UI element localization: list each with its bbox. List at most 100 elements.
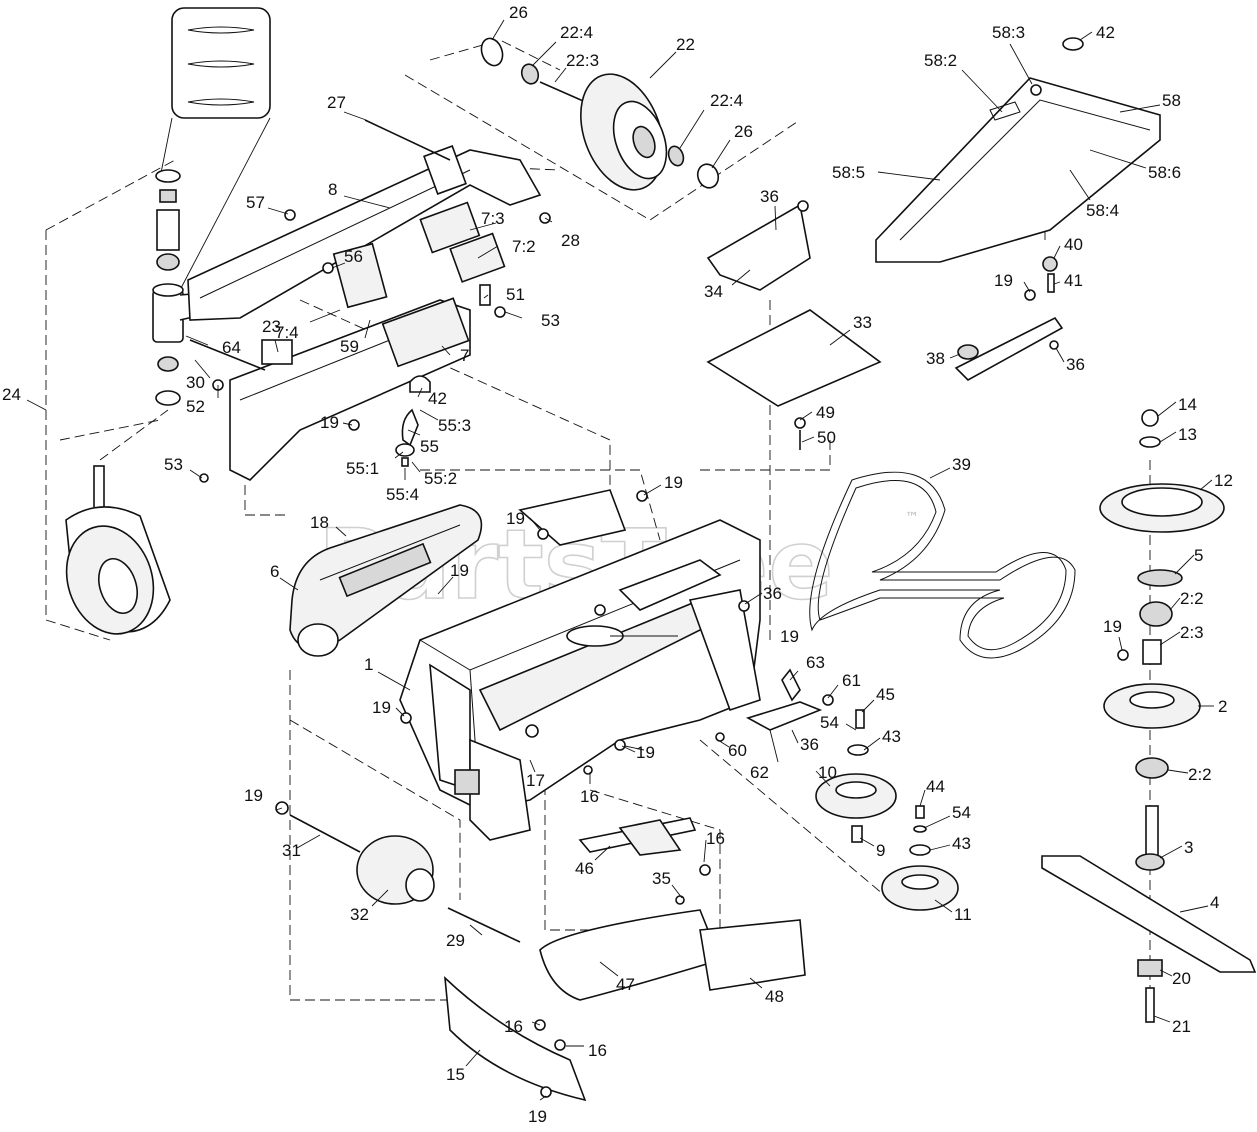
- label-19-roller: 19: [244, 786, 263, 805]
- label-49: 49: [816, 403, 835, 422]
- label-58-2: 58:2: [924, 51, 957, 70]
- label-12: 12: [1214, 471, 1233, 490]
- label-7-3: 7:3: [481, 209, 505, 228]
- label-35: 35: [652, 869, 671, 888]
- front-wheel-assembly: [480, 37, 720, 191]
- main-frame: [399, 489, 761, 841]
- label-19-frame-center: 19: [780, 627, 799, 646]
- label-43-lower: 43: [952, 834, 971, 853]
- label-26-top: 26: [509, 3, 528, 22]
- label-46: 46: [575, 859, 594, 878]
- label-53-lower: 53: [164, 455, 183, 474]
- label-19-chute: 19: [528, 1107, 547, 1126]
- label-4: 4: [1210, 893, 1219, 912]
- label-23-visible: 23: [262, 317, 281, 336]
- label-36-idler: 36: [1066, 355, 1085, 374]
- label-63: 63: [806, 653, 825, 672]
- label-55-4: 55:4: [386, 485, 419, 504]
- watermark-trademark: ™: [905, 510, 919, 526]
- drive-belt: [809, 471, 1076, 659]
- label-16-baffle: 16: [706, 829, 725, 848]
- label-2-2-lower: 2:2: [1188, 765, 1212, 784]
- label-48: 48: [765, 987, 784, 1006]
- cover-plates: [706, 200, 882, 450]
- label-19-frame-lower: 19: [636, 743, 655, 762]
- label-50: 50: [817, 428, 836, 447]
- label-19-bumper: 19: [450, 561, 469, 580]
- part-labels: 26 22:4 22:3 22 22:4 26 27 57 8 28 7:3 7…: [2, 3, 1233, 1126]
- label-51: 51: [506, 285, 525, 304]
- inset-detail-box: [159, 7, 271, 291]
- label-55-3: 55:3: [438, 416, 471, 435]
- label-58-3: 58:3: [992, 23, 1025, 42]
- label-19-spindle: 19: [1103, 617, 1122, 636]
- label-7-4: 7:4: [275, 323, 299, 342]
- label-36-plate: 36: [760, 187, 779, 206]
- caster-assembly: [65, 169, 247, 635]
- label-18: 18: [310, 513, 329, 532]
- label-20: 20: [1172, 969, 1191, 988]
- label-33: 33: [853, 313, 872, 332]
- spindle-assembly: [1041, 409, 1257, 1023]
- label-11: 11: [954, 905, 972, 924]
- label-1: 1: [364, 655, 373, 674]
- label-42-cover: 42: [1096, 23, 1115, 42]
- label-43-upper: 43: [882, 727, 901, 746]
- label-22-4-left: 22:4: [560, 23, 593, 42]
- label-9: 9: [876, 841, 885, 860]
- label-3: 3: [1184, 838, 1193, 857]
- label-36-frame: 36: [763, 584, 782, 603]
- label-61: 61: [842, 671, 861, 690]
- label-41: 41: [1064, 271, 1083, 290]
- label-58-5: 58:5: [832, 163, 865, 182]
- label-59: 59: [340, 337, 359, 356]
- label-22-4-right: 22:4: [710, 91, 743, 110]
- label-57: 57: [246, 193, 265, 212]
- label-42-mid: 42: [428, 389, 447, 408]
- left-rail-assembly: [187, 119, 551, 483]
- label-36-pulley: 36: [800, 735, 819, 754]
- label-54-upper: 54: [820, 713, 839, 732]
- label-55-2: 55:2: [424, 469, 457, 488]
- belt-cover: [875, 37, 1161, 381]
- label-22: 22: [676, 35, 695, 54]
- label-55-1: 55:1: [346, 459, 379, 478]
- label-62: 62: [750, 763, 769, 782]
- label-30: 30: [186, 373, 205, 392]
- label-53-upper: 53: [541, 311, 560, 330]
- label-45: 45: [876, 685, 895, 704]
- label-13: 13: [1178, 425, 1197, 444]
- label-55: 55: [420, 437, 439, 456]
- label-39: 39: [952, 455, 971, 474]
- front-bumper: [289, 504, 483, 657]
- label-17: 17: [526, 771, 545, 790]
- label-22-3: 22:3: [566, 51, 599, 70]
- label-29: 29: [446, 931, 465, 950]
- label-60: 60: [728, 741, 747, 760]
- label-5: 5: [1194, 546, 1203, 565]
- label-40: 40: [1064, 235, 1083, 254]
- label-14: 14: [1178, 395, 1197, 414]
- label-26-right: 26: [734, 122, 753, 141]
- label-47: 47: [616, 975, 635, 994]
- label-16-frame: 16: [580, 787, 599, 806]
- label-2-2-upper: 2:2: [1180, 589, 1204, 608]
- label-19-bracket: 19: [506, 509, 525, 528]
- label-34: 34: [704, 282, 723, 301]
- anti-scalp-roller: [275, 801, 521, 943]
- label-58-4: 58:4: [1086, 201, 1119, 220]
- label-19-idler: 19: [994, 271, 1013, 290]
- label-56: 56: [344, 247, 363, 266]
- label-54-lower: 54: [952, 803, 971, 822]
- label-2-3: 2:3: [1180, 623, 1204, 642]
- label-10: 10: [818, 763, 837, 782]
- label-6: 6: [270, 562, 279, 581]
- label-7: 7: [460, 346, 469, 365]
- label-19-frame-left: 19: [372, 698, 391, 717]
- label-31: 31: [282, 841, 301, 860]
- label-2: 2: [1218, 697, 1227, 716]
- label-21: 21: [1172, 1017, 1191, 1036]
- deck-baffles: [443, 817, 806, 1102]
- label-52: 52: [186, 397, 205, 416]
